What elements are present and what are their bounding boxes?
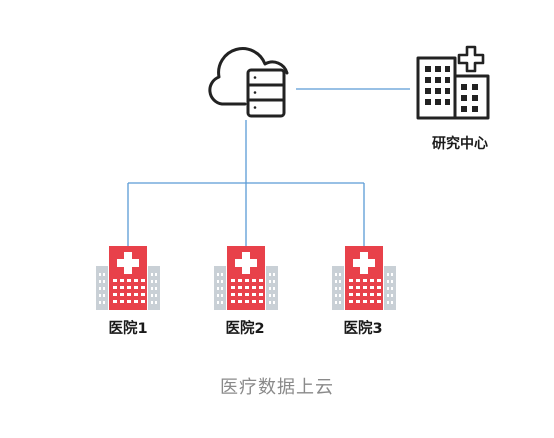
hospital-3-icon	[332, 246, 396, 310]
hospital-1-icon	[96, 246, 160, 310]
hospital-3-label: 医院3	[343, 321, 383, 337]
hospital-2-label: 医院2	[225, 321, 265, 337]
research-center-label: 研究中心	[432, 136, 488, 152]
hospital-2-icon	[214, 246, 278, 310]
cloud-server-icon	[208, 47, 289, 118]
research-center-building-icon	[416, 45, 490, 120]
connector-lines	[127, 88, 410, 246]
hospital-1-label: 医院1	[108, 321, 148, 337]
diagram-caption: 医疗数据上云	[220, 377, 334, 398]
